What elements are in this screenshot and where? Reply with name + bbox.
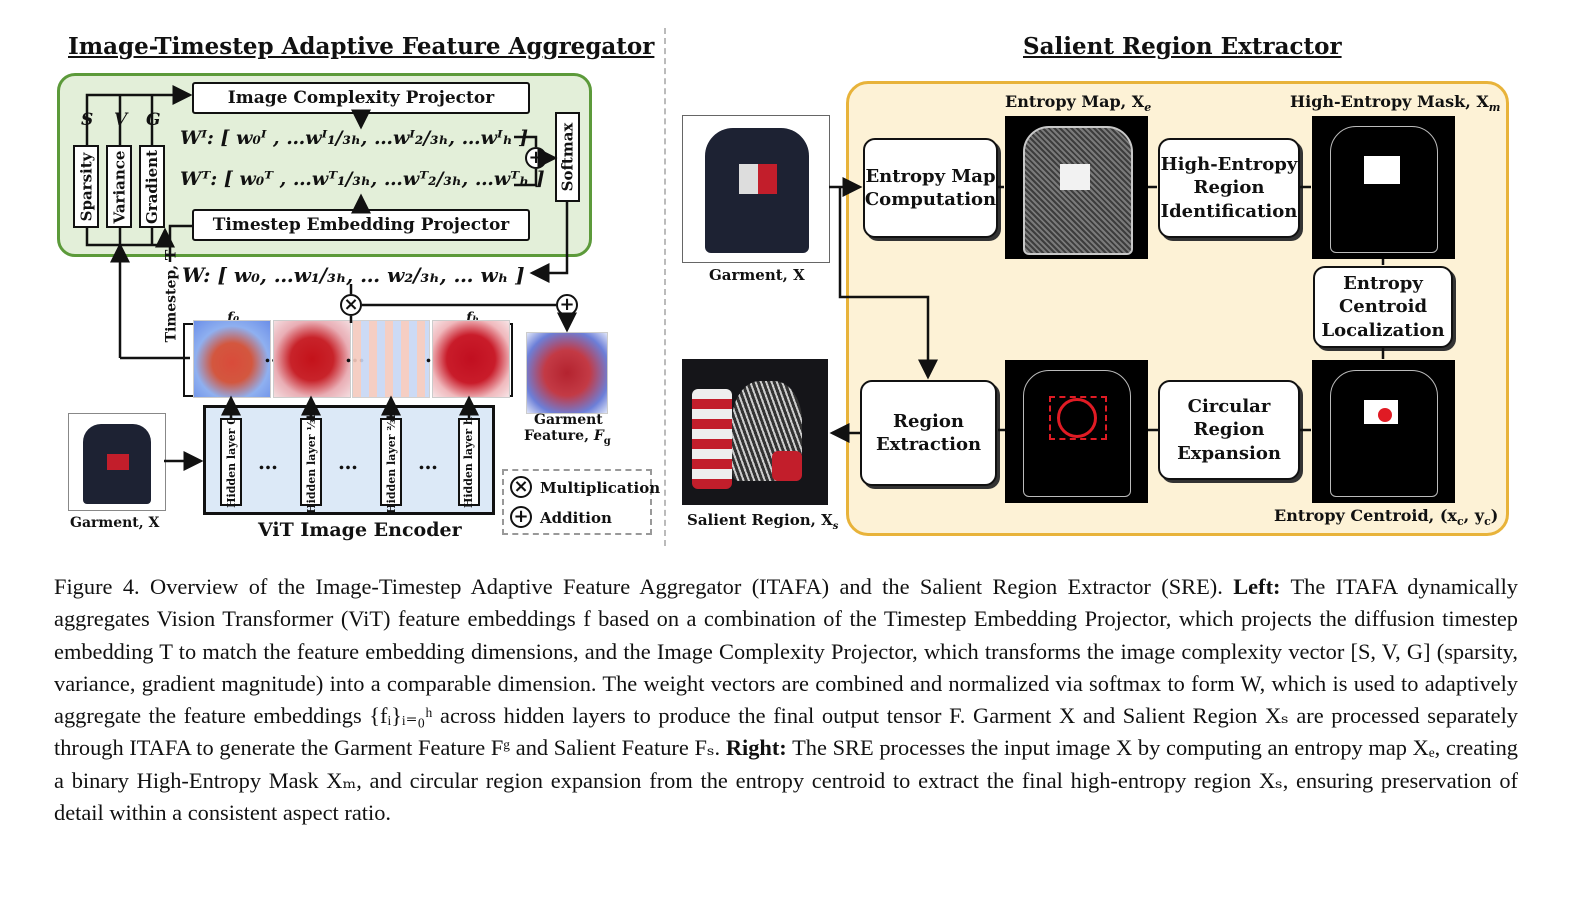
- entropy-map-image: [1005, 116, 1148, 259]
- hidden-layer-0: Hidden layer 0: [220, 417, 242, 507]
- garment-image: [68, 413, 166, 511]
- garment-feature-label-1: Garment: [534, 412, 603, 428]
- expanded-shirt: [1023, 370, 1131, 497]
- itafa-title: Image-Timestep Adaptive Feature Aggregat…: [68, 33, 655, 60]
- gradient-box: Gradient: [139, 145, 165, 228]
- ellipsis-text: …: [258, 450, 278, 474]
- boot-left: [692, 389, 732, 489]
- ellipsis-text: …: [338, 450, 358, 474]
- feature-map-1: [273, 320, 351, 398]
- plus-icon: +: [510, 506, 532, 528]
- legend-box: [502, 469, 652, 535]
- sparsity-box: Sparsity: [73, 145, 99, 228]
- expansion-box: [1049, 396, 1107, 440]
- caption-right-label: Right:: [725, 735, 787, 761]
- centroid-shirt: [1330, 370, 1438, 497]
- multiply-icon: ×: [510, 476, 532, 498]
- panel-divider: [664, 28, 666, 546]
- wt-row: Wᵀ: [ w₀ᵀ , …wᵀ₁/₃ₕ, …wᵀ₂/₃ₕ, …wᵀₕ ]: [180, 168, 545, 190]
- entropy-centroid-label: Entropy Centroid, (xc, yc): [1274, 506, 1499, 529]
- garment-print: [739, 164, 777, 194]
- region-extraction-box: Region Extraction: [860, 380, 997, 486]
- high-entropy-mask-label: High-Entropy Mask, Xm: [1290, 92, 1501, 115]
- salient-region-label: Salient Region, Xs: [687, 511, 839, 532]
- connector-lines: [85, 85, 1385, 471]
- caption-left-text: The ITAFA dynamically aggregates Vision …: [54, 574, 1518, 761]
- w-row: W: [ w₀, …w₁/₃ₕ, … w₂/₃ₕ, … wₕ ]: [182, 263, 525, 287]
- caption-intro: Figure 4. Overview of the Image-Timestep…: [54, 574, 1223, 599]
- feature-map-0: [193, 320, 271, 398]
- feature-map-h: [432, 320, 510, 398]
- multiply-icon: ×: [340, 294, 362, 316]
- centroid-dot: [1378, 408, 1392, 422]
- feature-bracket-left: [183, 323, 193, 397]
- boot-right: [772, 451, 802, 481]
- entropy-print: [1060, 164, 1090, 190]
- high-entropy-region-identification-box: High-Entropy Region Identification: [1158, 138, 1300, 238]
- mask-print: [1364, 156, 1400, 184]
- wi-row: Wᴵ: [ w₀ᴵ , …wᴵ₁/₃ₕ, …wᴵ₂/₃ₕ, …wᴵₕ ]: [180, 127, 529, 149]
- g-label: G: [146, 110, 161, 130]
- garment-feature-map: [526, 332, 608, 414]
- entropy-map-computation-box: Entropy Map Computation: [863, 138, 998, 238]
- garment-image: [682, 115, 830, 263]
- vit-label: ViT Image Encoder: [258, 519, 462, 541]
- image-complexity-projector: Image Complexity Projector: [192, 82, 530, 114]
- salient-region-image: [682, 359, 828, 505]
- mask-shirt: [1330, 126, 1438, 253]
- garment-print: [107, 454, 129, 470]
- legend-addition: Addition: [540, 509, 612, 527]
- hidden-layer-two-thirds: Hidden layer ⅔h: [380, 411, 402, 513]
- entropy-shirt: [1023, 126, 1133, 255]
- garment-x-label: Garment, X: [709, 266, 805, 284]
- entropy-centroid-localization-box: Entropy Centroid Localization: [1313, 266, 1453, 348]
- high-entropy-mask-image: [1312, 116, 1455, 259]
- ellipsis-text: …: [418, 450, 438, 474]
- timestep-embedding-projector: Timestep Embedding Projector: [192, 209, 530, 241]
- hidden-layer-third: Hidden layer ⅓h: [300, 411, 322, 513]
- expanded-region-image: [1005, 360, 1148, 503]
- garment-feature-label: Feature, Fg: [524, 428, 611, 447]
- sre-title: Salient Region Extractor: [1023, 33, 1342, 60]
- caption-right-text: The SRE processes the input image X by c…: [54, 735, 1518, 826]
- vit-encoder: [203, 405, 495, 515]
- entropy-map-label: Entropy Map, Xe: [1005, 92, 1152, 115]
- figure-caption: Figure 4. Overview of the Image-Timestep…: [54, 571, 1518, 829]
- caption-left-label: Left:: [1233, 574, 1281, 599]
- centroid-image: [1312, 360, 1455, 503]
- variance-box: Variance: [106, 145, 132, 228]
- feature-map-2: [352, 320, 430, 398]
- hidden-layer-h: Hidden layer h: [458, 416, 480, 508]
- circular-region-expansion-box: Circular Region Expansion: [1158, 380, 1300, 480]
- legend-multiplication: Multiplication: [540, 479, 661, 497]
- garment-x-label: Garment, X: [70, 515, 160, 531]
